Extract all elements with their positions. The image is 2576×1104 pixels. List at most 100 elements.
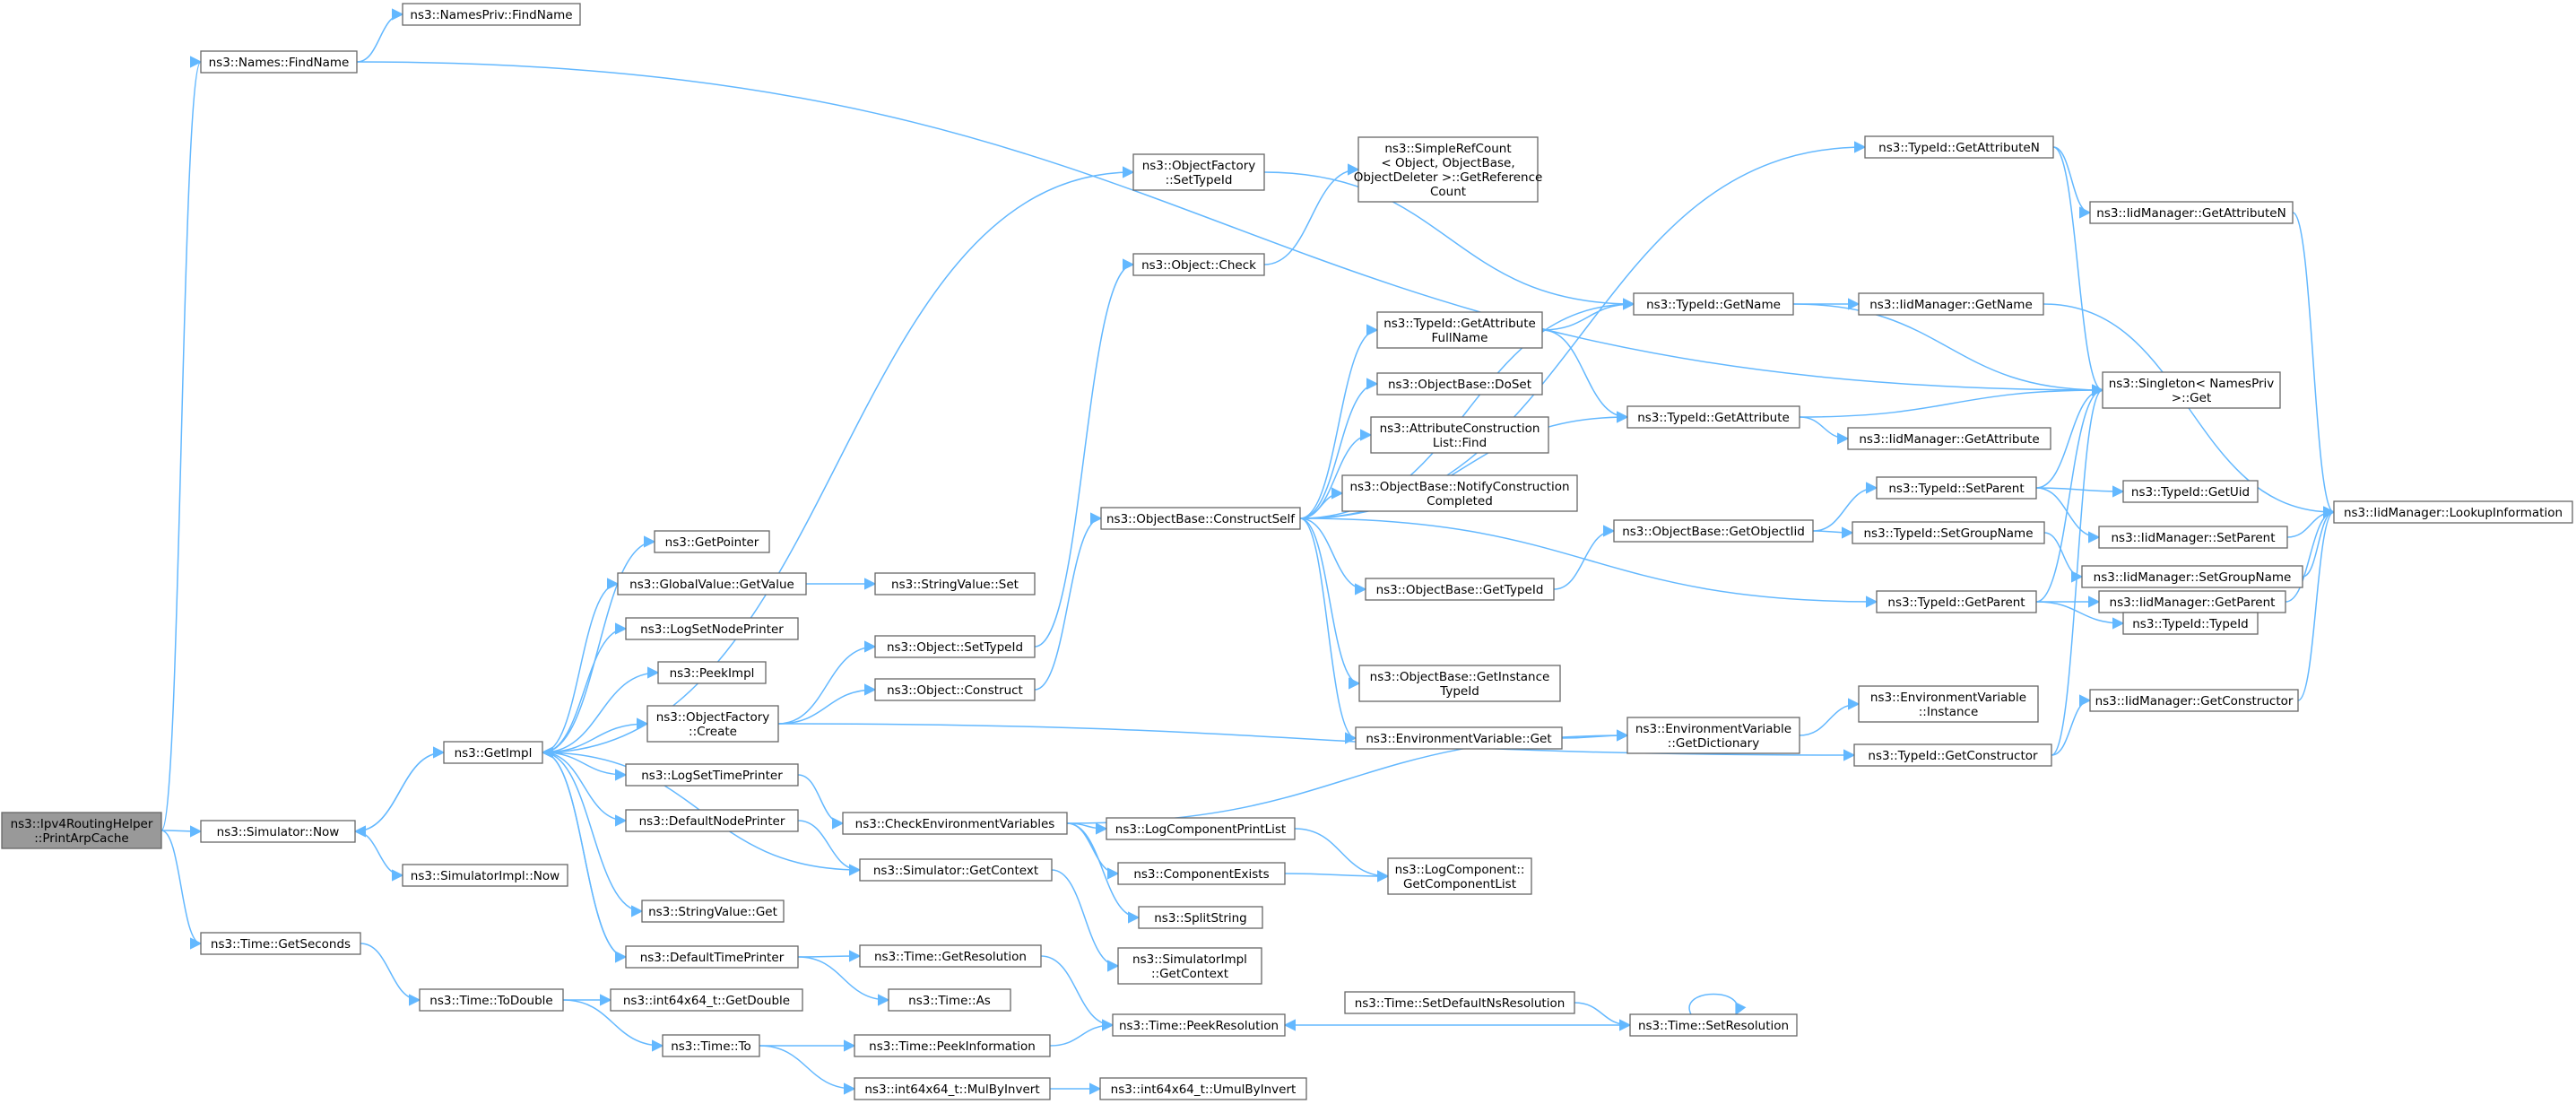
node-objbase-constructself[interactable]: ns3::ObjectBase::ConstructSelf xyxy=(1100,507,1301,530)
node-label: ns3::SplitString xyxy=(1154,911,1247,926)
node-iid-lookupinformation[interactable]: ns3::IidManager::LookupInformation xyxy=(2333,500,2573,524)
node-time-setresolution[interactable]: ns3::Time::SetResolution xyxy=(1629,1013,1798,1037)
node-object-check[interactable]: ns3::Object::Check xyxy=(1132,253,1265,276)
node-time-peekinformation[interactable]: ns3::Time::PeekInformation xyxy=(854,1034,1051,1057)
node-simimpl-now[interactable]: ns3::SimulatorImpl::Now xyxy=(402,864,568,887)
node-label: ns3::LogSetNodePrinter xyxy=(640,622,784,637)
node-iid-getconstructor[interactable]: ns3::IidManager::GetConstructor xyxy=(2089,689,2299,712)
node-getimpl[interactable]: ns3::GetImpl xyxy=(443,741,543,764)
node-stringvalue-set[interactable]: ns3::StringValue::Set xyxy=(874,572,1036,595)
node-box xyxy=(1387,857,1532,895)
node-objfactory-settypeid[interactable]: ns3::ObjectFactory::SetTypeId xyxy=(1132,153,1265,191)
node-logsetnodeprinter[interactable]: ns3::LogSetNodePrinter xyxy=(625,617,799,640)
node-typeid-typeid[interactable]: ns3::TypeId::TypeId xyxy=(2122,612,2259,635)
node-defaultnodeprinter[interactable]: ns3::DefaultNodePrinter xyxy=(625,809,799,832)
node-box xyxy=(1858,292,2044,316)
node-splitstring[interactable]: ns3::SplitString xyxy=(1138,906,1263,929)
node-int64-mulbyinvert[interactable]: ns3::int64x64_t::MulByInvert xyxy=(854,1077,1051,1100)
node-singleton-get[interactable]: ns3::Singleton< NamesPriv>::Get xyxy=(2102,371,2281,409)
node-box xyxy=(1355,726,1563,750)
node-label: ns3::GetPointer xyxy=(665,535,759,550)
node-componentexists[interactable]: ns3::ComponentExists xyxy=(1117,862,1286,885)
node-names-find[interactable]: ns3::Names::FindName xyxy=(200,50,358,74)
node-box xyxy=(1117,862,1286,885)
node-objbase-getobjectiid[interactable]: ns3::ObjectBase::GetObjectIid xyxy=(1613,519,1814,543)
node-typeid-getname[interactable]: ns3::TypeId::GetName xyxy=(1633,292,1794,316)
node-label: ns3::Object::Check xyxy=(1141,258,1256,273)
edge-names-find-to-namespriv-find xyxy=(356,8,404,63)
node-logsettimeprinter[interactable]: ns3::LogSetTimePrinter xyxy=(625,763,799,787)
node-objbase-notify[interactable]: ns3::ObjectBase::NotifyConstructionCompl… xyxy=(1341,474,1578,512)
node-objbase-doset[interactable]: ns3::ObjectBase::DoSet xyxy=(1376,372,1543,396)
node-time-getseconds[interactable]: ns3::Time::GetSeconds xyxy=(200,932,361,955)
node-sim-getcontext[interactable]: ns3::Simulator::GetContext xyxy=(859,858,1053,882)
node-logcomponentprintlist[interactable]: ns3::LogComponentPrintList xyxy=(1106,817,1296,840)
node-time-todouble[interactable]: ns3::Time::ToDouble xyxy=(419,988,564,1012)
node-int64-getdouble[interactable]: ns3::int64x64_t::GetDouble xyxy=(610,988,803,1012)
edge-objfactory-settypeid-to-typeid-getname xyxy=(1263,171,1635,310)
node-simplerefcount[interactable]: ns3::SimpleRefCount< Object, ObjectBase,… xyxy=(1354,136,1543,203)
node-time-peekresolution[interactable]: ns3::Time::PeekResolution xyxy=(1112,1013,1286,1037)
node-label: ns3::TypeId::GetName xyxy=(1646,298,1781,312)
node-logcomponent-getlist[interactable]: ns3::LogComponent::GetComponentList xyxy=(1387,857,1532,895)
node-iid-setparent[interactable]: ns3::IidManager::SetParent xyxy=(2098,526,2288,549)
node-time-as[interactable]: ns3::Time::As xyxy=(888,988,1011,1012)
node-int64-umulbyinvert[interactable]: ns3::int64x64_t::UmulByInvert xyxy=(1099,1077,1307,1100)
node-defaulttimeprinter[interactable]: ns3::DefaultTimePrinter xyxy=(625,945,799,969)
node-typeid-getconstructor[interactable]: ns3::TypeId::GetConstructor xyxy=(1853,743,2052,767)
node-object-settypeid[interactable]: ns3::Object::SetTypeId xyxy=(874,635,1036,658)
edge-iid-getconstructor-to-iid-lookupinformation xyxy=(2297,506,2336,701)
node-label: ns3::Time::SetResolution xyxy=(1638,1019,1789,1033)
edge-defaultnodeprinter-to-sim-getcontext xyxy=(797,820,862,876)
node-getpointer[interactable]: ns3::GetPointer xyxy=(654,530,770,553)
node-box xyxy=(854,1034,1051,1057)
node-box xyxy=(1626,717,1800,754)
node-stringvalue-get[interactable]: ns3::StringValue::Get xyxy=(641,900,785,923)
node-checkenvvars[interactable]: ns3::CheckEnvironmentVariables xyxy=(842,812,1068,835)
node-label: ns3::Ipv4RoutingHelper xyxy=(11,817,153,831)
node-iid-getparent[interactable]: ns3::IidManager::GetParent xyxy=(2098,590,2286,613)
node-iid-getattributen[interactable]: ns3::IidManager::GetAttributeN xyxy=(2089,201,2294,224)
node-envvar-get[interactable]: ns3::EnvironmentVariable::Get xyxy=(1355,726,1563,750)
node-root[interactable]: ns3::Ipv4RoutingHelper::PrintArpCache xyxy=(1,812,162,849)
node-namespriv-find[interactable]: ns3::NamesPriv::FindName xyxy=(402,3,581,26)
node-envvar-instance[interactable]: ns3::EnvironmentVariable::Instance xyxy=(1858,685,2039,723)
node-label: GetComponentList xyxy=(1403,877,1516,891)
edge-time-setdefaultns-to-time-setresolution xyxy=(1574,1002,1632,1031)
node-typeid-setparent[interactable]: ns3::TypeId::SetParent xyxy=(1876,476,2037,500)
node-label: ns3::ObjectBase::GetTypeId xyxy=(1376,583,1544,597)
node-label: ns3::TypeId::GetAttributeN xyxy=(1878,141,2040,155)
edge-defaulttimeprinter-to-getimpl xyxy=(541,746,627,958)
node-objfactory-create[interactable]: ns3::ObjectFactory::Create xyxy=(646,705,779,743)
node-label: ns3::Time::PeekInformation xyxy=(869,1039,1036,1054)
node-typeid-getparent[interactable]: ns3::TypeId::GetParent xyxy=(1876,590,2037,613)
node-label: ns3::AttributeConstruction xyxy=(1380,422,1540,436)
node-typeid-setgroupname[interactable]: ns3::TypeId::SetGroupName xyxy=(1852,521,2045,544)
node-iid-getattribute[interactable]: ns3::IidManager::GetAttribute xyxy=(1847,427,2051,450)
node-iid-getname[interactable]: ns3::IidManager::GetName xyxy=(1858,292,2044,316)
edge-getimpl-to-stringvalue-get xyxy=(542,752,644,917)
node-simimpl-getcontext[interactable]: ns3::SimulatorImpl::GetContext xyxy=(1117,947,1262,985)
node-object-construct[interactable]: ns3::Object::Construct xyxy=(874,678,1036,701)
node-sim-now[interactable]: ns3::Simulator::Now xyxy=(200,820,356,843)
node-typeid-getattributen[interactable]: ns3::TypeId::GetAttributeN xyxy=(1864,135,2054,159)
node-time-getresolution[interactable]: ns3::Time::GetResolution xyxy=(859,944,1042,968)
node-typeid-getuid[interactable]: ns3::TypeId::GetUid xyxy=(2122,480,2259,503)
node-box xyxy=(2089,689,2299,712)
node-typeid-getattribute[interactable]: ns3::TypeId::GetAttribute xyxy=(1626,405,1800,429)
node-time-to[interactable]: ns3::Time::To xyxy=(662,1034,760,1057)
node-objbase-gettypeid[interactable]: ns3::ObjectBase::GetTypeId xyxy=(1365,578,1555,601)
node-box xyxy=(443,741,543,764)
node-time-setdefaultns[interactable]: ns3::Time::SetDefaultNsResolution xyxy=(1344,991,1575,1014)
node-label: Count xyxy=(1430,185,1466,199)
node-label: ns3::CheckEnvironmentVariables xyxy=(855,817,1055,831)
node-box xyxy=(402,864,568,887)
node-envvar-getdictionary[interactable]: ns3::EnvironmentVariable::GetDictionary xyxy=(1626,717,1800,754)
node-label: ns3::IidManager::GetParent xyxy=(2110,595,2276,610)
node-peekimpl[interactable]: ns3::PeekImpl xyxy=(657,661,767,684)
node-iid-setgroupname[interactable]: ns3::IidManager::SetGroupName xyxy=(2081,565,2303,588)
node-globalvalue-getvalue[interactable]: ns3::GlobalValue::GetValue xyxy=(617,572,807,595)
